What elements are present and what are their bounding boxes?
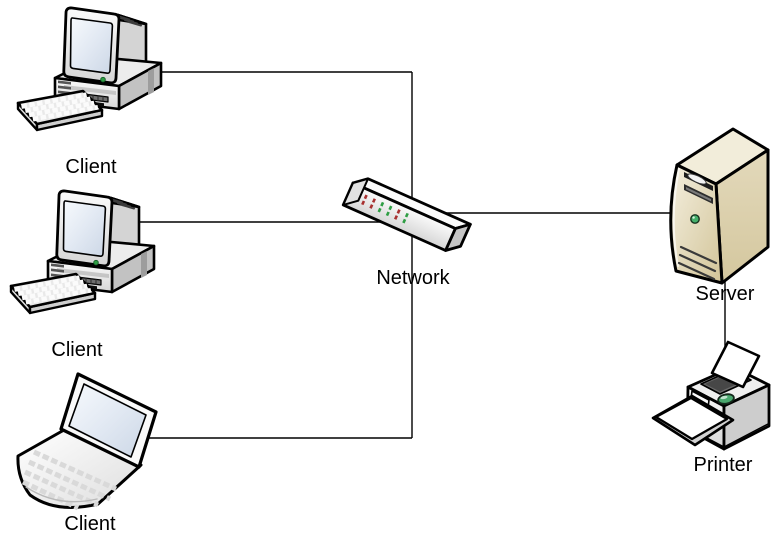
server-cd-disc <box>687 173 707 185</box>
printer-right-face <box>722 383 771 451</box>
connectors <box>136 71 726 439</box>
laptop-icon <box>16 372 158 511</box>
printer-icon <box>651 340 771 451</box>
printer-label: Printer <box>694 454 753 476</box>
laptop-screen <box>68 383 147 458</box>
server-front-face <box>669 163 724 285</box>
desktop-computer-icon <box>18 8 161 130</box>
printer-output-paper <box>710 340 761 389</box>
server-vents <box>677 245 718 281</box>
network-label: Network <box>376 267 450 289</box>
network-switch-icon <box>341 177 472 252</box>
client-middle-label: Client <box>51 339 103 361</box>
switch-left-bevel <box>342 177 370 206</box>
laptop-keys <box>21 449 118 511</box>
switch-led-panel <box>361 194 409 224</box>
desktop-computer-icon <box>11 191 154 313</box>
client-top-label: Client <box>65 156 117 178</box>
server-tower-icon <box>669 127 770 285</box>
server-power-button <box>690 214 700 224</box>
server-label: Server <box>696 283 755 305</box>
printer-tray-paper <box>654 396 729 441</box>
client-bottom-label: Client <box>64 513 116 535</box>
